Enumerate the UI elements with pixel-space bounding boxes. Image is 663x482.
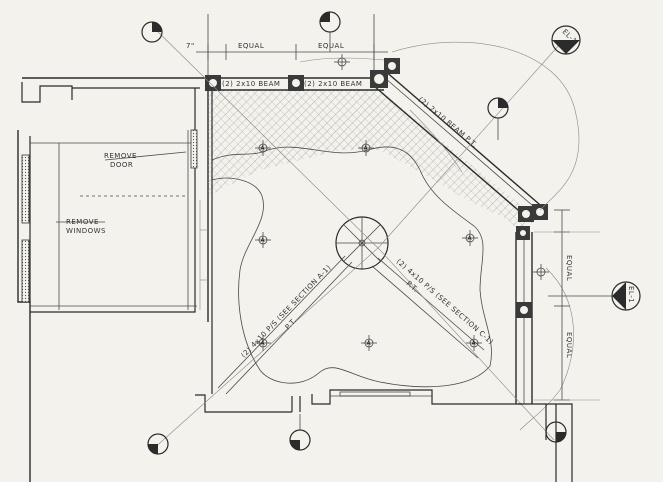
section-marker-top [319, 11, 341, 52]
marker-letter: A [364, 145, 369, 152]
note-remove-door: REMOVE [104, 152, 137, 160]
note-remove-windows: REMOVE [66, 218, 99, 226]
pier-marker: A [255, 140, 271, 156]
pier-markers: A A A A A A A [255, 140, 482, 351]
window-upper [21, 154, 30, 224]
note-remove-door: DOOR [110, 161, 133, 169]
beam-label: (2) 2x10 BEAM [222, 80, 280, 88]
post [370, 70, 388, 88]
spiral-stair [335, 216, 389, 270]
pier-marker: A [255, 232, 271, 248]
elevation-label: EL-1 [627, 286, 635, 303]
door-remove [190, 129, 198, 169]
post [532, 204, 548, 220]
post [205, 75, 221, 91]
window-lower [21, 239, 30, 303]
pier-marker: A [358, 140, 374, 156]
equal-label: EQUAL [238, 42, 264, 50]
post [518, 206, 534, 222]
section-marker-bottom [289, 414, 311, 451]
marker-letter: A [468, 235, 473, 242]
section-marker-bottom-right [545, 421, 567, 443]
elevation-marker-right: EL-1 [548, 281, 641, 311]
rafters [151, 25, 561, 451]
marker-letter: A [261, 237, 266, 244]
note-remove-windows: WINDOWS [66, 227, 106, 235]
equal-label: EQUAL [565, 255, 573, 281]
right-dimension: EQUAL EQUAL [533, 209, 600, 401]
bottom-wall [291, 389, 573, 482]
post [516, 226, 530, 240]
marker-letter: A [472, 340, 477, 347]
dim-seven-label: 7" [186, 42, 195, 50]
freeform-outline [211, 41, 580, 431]
rafter-label: (2) 4x10 P/S (SEE SECTION C-1) [395, 257, 495, 346]
top-dimension: 7" EQUAL EQUAL [186, 14, 388, 76]
beam-label: (2) 2x10 BEAM [304, 80, 362, 88]
hatched-deck [208, 90, 534, 232]
section-markers [141, 11, 567, 455]
posts [205, 58, 548, 318]
equal-label: EQUAL [318, 42, 344, 50]
rafter-label: (2) 4x10 P/S (SEE SECTION A-1) [240, 263, 333, 359]
post [384, 58, 400, 74]
marker-letter: A [261, 340, 266, 347]
pt-note: P.T. [284, 316, 299, 331]
existing-house [17, 77, 292, 482]
marker-letter: A [261, 145, 266, 152]
section-marker-right-top [487, 97, 509, 140]
post [288, 75, 304, 91]
section-marker-top-left [141, 21, 163, 43]
post [516, 302, 532, 318]
pier-marker: A [255, 335, 271, 351]
pier-marker: A [462, 230, 478, 246]
equal-label: EQUAL [565, 332, 573, 358]
marker-letter: A [367, 340, 372, 347]
section-marker-bottom-left [147, 433, 169, 455]
pier-marker: A [466, 335, 482, 351]
pier-marker: A [361, 335, 377, 351]
elevation-marker-top-right: EL-1 [551, 25, 581, 55]
